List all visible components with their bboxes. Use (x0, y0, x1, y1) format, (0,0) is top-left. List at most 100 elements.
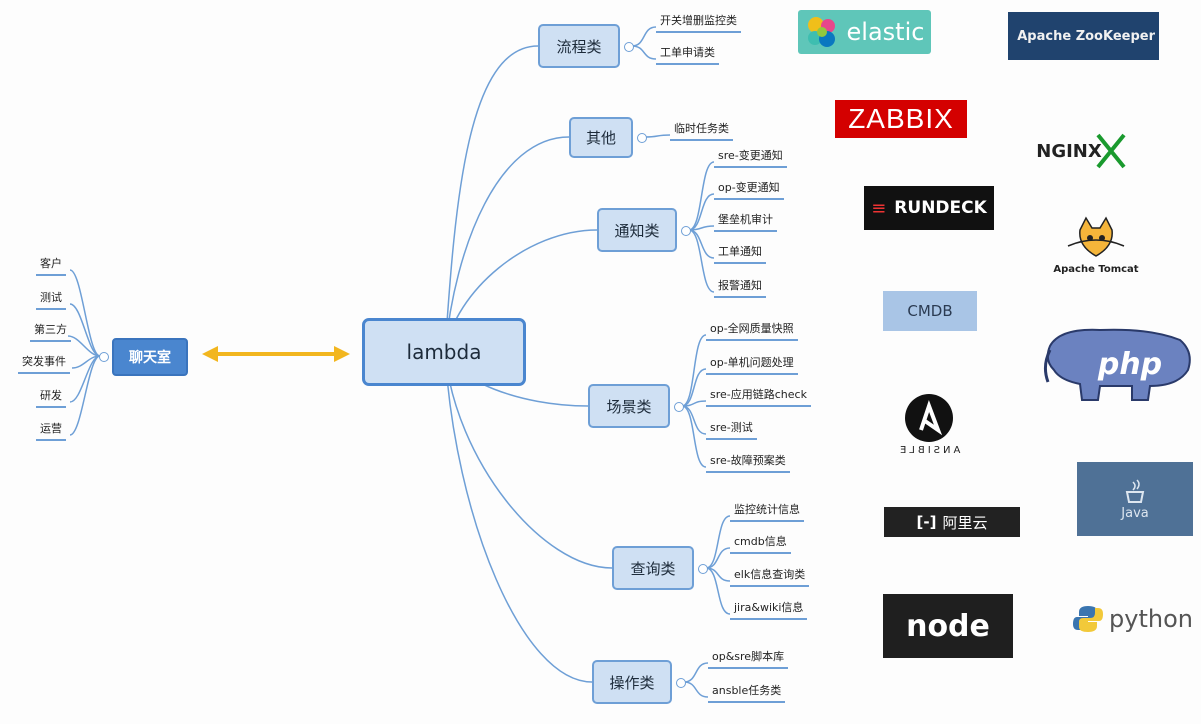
leaf-item[interactable]: jira&wiki信息 (730, 599, 808, 620)
leaf-item[interactable]: op-变更通知 (714, 179, 784, 200)
branch-label: 操作类 (609, 673, 655, 692)
leaf-item[interactable]: op-全网质量快照 (706, 320, 798, 341)
leaf-item[interactable]: sre-测试 (706, 419, 757, 440)
leaf-connector (688, 229, 715, 259)
nginx-text: NGINX (1036, 140, 1102, 162)
leaf-item[interactable]: sre-应用链路check (706, 386, 811, 407)
leaf-item[interactable]: sre-故障预案类 (706, 452, 790, 473)
elastic-icon (807, 17, 835, 47)
python-icon (1073, 606, 1104, 632)
chat-room-node[interactable]: 聊天室 (112, 338, 188, 376)
collapse-toggle-ops[interactable] (676, 678, 686, 688)
zookeeper-logo: Apache ZooKeeper (1008, 12, 1159, 60)
branch-process[interactable]: 流程类 (538, 24, 620, 68)
left-connector (67, 335, 101, 357)
zabbix-logo: ZABBIX (835, 100, 967, 138)
collapse-toggle-chat[interactable] (99, 352, 109, 362)
aliyun-logo: [-] 阿里云 (884, 507, 1020, 537)
leaf-item[interactable]: cmdb信息 (730, 533, 791, 554)
leaf-item[interactable]: op&sre脚本库 (708, 648, 789, 669)
branch-label: 查询类 (630, 559, 676, 578)
tomcat-logo: Apache Tomcat (1040, 212, 1152, 278)
php-text: php (1097, 346, 1163, 382)
leaf-item[interactable]: 工单申请类 (656, 44, 719, 65)
arrow-head-right (334, 346, 350, 362)
node-text: node (906, 608, 990, 644)
branch-other[interactable]: 其他 (569, 117, 633, 158)
leaf-item[interactable]: 堡垒机审计 (714, 211, 777, 232)
branch-label: 通知类 (614, 221, 660, 240)
chat-room-label: 聊天室 (129, 350, 171, 366)
left-item[interactable]: 运营 (36, 420, 66, 441)
aliyun-icon: [-] (916, 513, 937, 531)
leaf-connector (681, 368, 707, 407)
leaf-item[interactable]: op-单机问题处理 (706, 354, 798, 375)
leaf-connector (631, 26, 657, 47)
leaf-item[interactable]: 工单通知 (714, 243, 766, 264)
php-logo: php (1040, 326, 1196, 402)
left-item[interactable]: 测试 (36, 289, 66, 310)
leaf-item[interactable]: 临时任务类 (670, 120, 733, 141)
collapse-toggle-other[interactable] (637, 133, 647, 143)
leaf-connector (683, 662, 709, 683)
left-connector (69, 269, 101, 357)
leaf-item[interactable]: 监控统计信息 (730, 501, 804, 522)
collapse-toggle-process[interactable] (624, 42, 634, 52)
cmdb-logo: CMDB (883, 291, 977, 331)
left-item[interactable]: 突发事件 (18, 353, 70, 374)
root-label: lambda (406, 340, 482, 364)
left-item[interactable]: 研发 (36, 387, 66, 408)
zabbix-text: ZABBIX (848, 103, 954, 134)
collapse-toggle-query[interactable] (698, 564, 708, 574)
rundeck-logo: ≡ RUNDECK (864, 186, 994, 230)
collapse-toggle-scene[interactable] (674, 402, 684, 412)
java-logo: Java (1077, 462, 1193, 536)
leaf-connector (681, 405, 707, 435)
branch-connector (444, 45, 539, 353)
ansible-logo: ANSIBLE (890, 388, 968, 460)
root-node[interactable]: lambda (362, 318, 526, 386)
aliyun-text: 阿里云 (942, 513, 988, 532)
arrow-head-left (202, 346, 218, 362)
branch-connector (444, 351, 593, 683)
branch-label: 场景类 (606, 397, 652, 416)
leaf-item[interactable]: sre-变更通知 (714, 147, 787, 168)
leaf-item[interactable]: 开关增删监控类 (656, 12, 741, 33)
leaf-connector (631, 45, 657, 60)
leaf-connector (644, 134, 671, 138)
left-connector (69, 355, 101, 436)
node-logo: node (883, 594, 1013, 658)
ansible-text: ANSIBLE (897, 444, 961, 456)
cmdb-text: CMDB (907, 302, 953, 320)
branch-ops[interactable]: 操作类 (592, 660, 672, 704)
branch-label: 流程类 (556, 37, 602, 56)
branch-query[interactable]: 查询类 (612, 546, 694, 590)
elastic-logo: elastic (798, 10, 931, 54)
java-text: Java (1121, 505, 1149, 521)
tomcat-text: Apache Tomcat (1053, 263, 1139, 275)
left-item[interactable]: 第三方 (30, 321, 71, 342)
rundeck-icon: ≡ (871, 197, 887, 219)
leaf-connector (683, 681, 709, 698)
nginx-x-icon (1096, 133, 1126, 169)
branch-scene[interactable]: 场景类 (588, 384, 670, 428)
left-connector (69, 303, 101, 357)
leaf-connector (705, 547, 731, 569)
branch-label: 其他 (585, 129, 616, 147)
leaf-connector (705, 567, 731, 615)
leaf-item[interactable]: ansble任务类 (708, 682, 786, 703)
collapse-toggle-notify[interactable] (681, 226, 691, 236)
branch-connector (444, 136, 570, 353)
php-elephant-icon (1043, 328, 1191, 401)
tomcat-icon (1067, 215, 1125, 257)
leaf-connector (688, 193, 715, 231)
rundeck-text: RUNDECK (894, 198, 987, 218)
leaf-item[interactable]: 报警通知 (714, 277, 766, 298)
leaf-connector (688, 229, 715, 293)
left-item[interactable]: 客户 (36, 255, 66, 276)
leaf-item[interactable]: elk信息查询类 (730, 566, 810, 587)
leaf-connector (681, 405, 707, 468)
branch-notify[interactable]: 通知类 (597, 208, 677, 252)
